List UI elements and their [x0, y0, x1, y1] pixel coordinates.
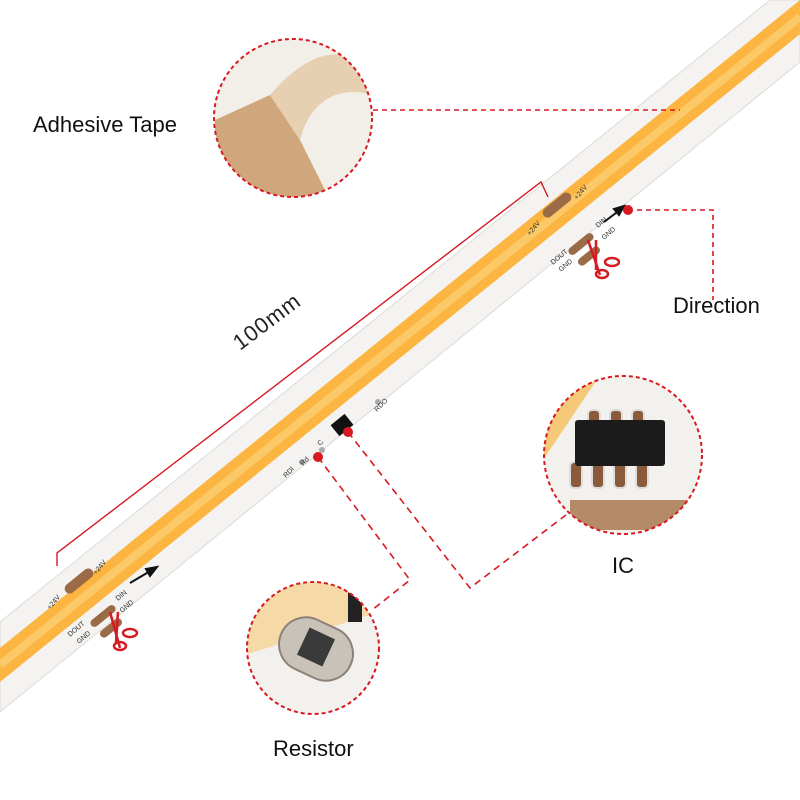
resistor-detail [247, 582, 379, 714]
adhesive-tape-detail [214, 39, 372, 197]
ic-chip-small [330, 413, 354, 437]
direction-label: Direction [673, 293, 760, 318]
marking-c: C [316, 439, 325, 448]
direction-arrow-icon [129, 204, 627, 584]
direction-leader-line [628, 209, 714, 300]
ic-label: IC [612, 553, 634, 578]
ic-leader-line [347, 431, 567, 590]
scissors-icon [108, 239, 621, 652]
marking-rd: Rd [299, 456, 310, 467]
marking-gnd: GND [601, 226, 617, 241]
resistor-leader-line [317, 456, 412, 611]
adhesive-tape-label: Adhesive Tape [33, 112, 177, 137]
length-bracket [56, 180, 549, 566]
resistor-label: Resistor [273, 736, 354, 761]
ic-detail [544, 376, 702, 534]
